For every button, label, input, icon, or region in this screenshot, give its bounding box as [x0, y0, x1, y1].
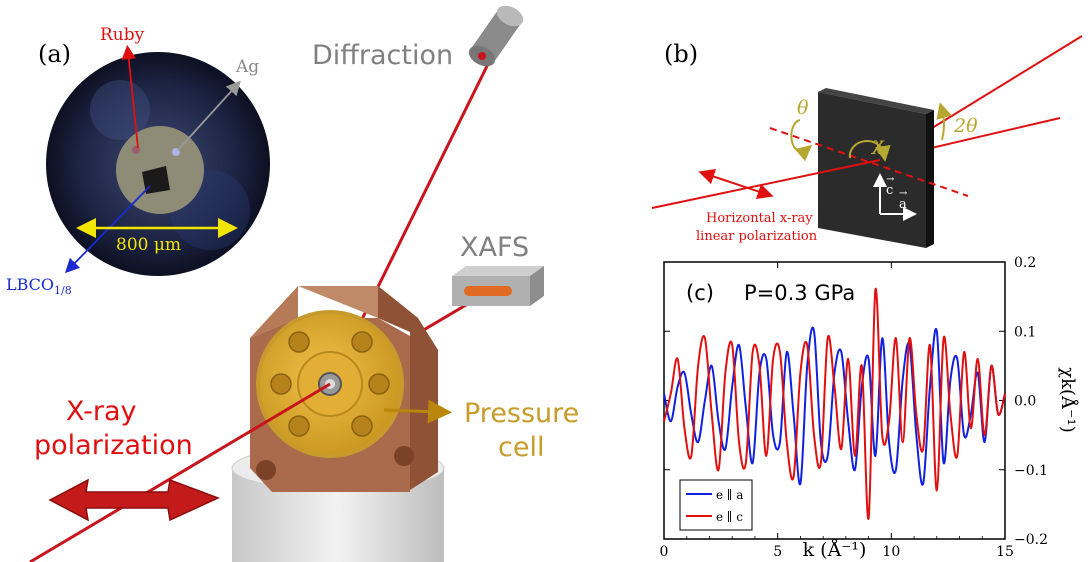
panel-b: (b) θ χ 2θ c → a → Horizontal x-ray line… [651, 35, 1083, 248]
legend-entry: e ∥ c [716, 510, 743, 524]
y-tick-label: 0.1 [1014, 324, 1036, 340]
x-tick-label: 15 [996, 544, 1014, 560]
xray-label-2: polarization [34, 430, 193, 461]
y-tick-label: −0.1 [1014, 463, 1048, 479]
x-tick-label: 10 [882, 544, 900, 560]
caption-line-2: linear polarization [696, 229, 818, 244]
series-line-e-parallel-c [663, 287, 1006, 520]
x-axis-label: k (Å⁻¹) [803, 539, 867, 561]
y-tick-label: 0.2 [1014, 255, 1036, 271]
y-tick-label: −0.2 [1014, 532, 1048, 548]
a-axis-vec: → [899, 188, 908, 199]
pressure-cell [250, 286, 438, 492]
pressure-annotation: P=0.3 GPa [744, 281, 855, 305]
two-theta-arc [936, 102, 952, 141]
polarization-double-arrow [698, 168, 774, 200]
x-tick-label: 5 [773, 544, 782, 560]
pressure-label-1: Pressure [464, 398, 579, 429]
dac-photo [46, 44, 270, 276]
ruby-label: Ruby [100, 25, 145, 45]
a-axis-label: a [899, 197, 907, 212]
pressure-cell-arrow [383, 399, 452, 424]
series-line-e-parallel-a [663, 326, 1006, 486]
sample-label: LBCO1/8 [6, 275, 72, 297]
rotation-axis [769, 127, 969, 197]
diffraction-detector [468, 5, 524, 67]
chi-label: χ [870, 133, 885, 155]
y-tick-label: 0.0 [1014, 394, 1036, 410]
panel-a: (a) Ruby Ag 800 μm LBCO1/8 Diffraction X… [6, 5, 579, 562]
xray-label-1: X-ray [66, 396, 137, 427]
diffraction-label: Diffraction [312, 40, 453, 71]
polarization-arrow [48, 478, 220, 522]
c-axis-label: c [886, 183, 893, 198]
chi-arc [848, 140, 891, 162]
ag-label: Ag [235, 57, 259, 77]
theta-arc [790, 119, 813, 162]
scale-label: 800 μm [116, 235, 181, 255]
two-theta-label: 2θ [953, 115, 978, 137]
caption-line-1: Horizontal x-ray [706, 211, 813, 226]
y-axis-label: χk(Å⁻¹) [1057, 367, 1079, 433]
bolt-holes [270, 331, 390, 437]
c-axis-vec: → [886, 174, 895, 185]
legend-box [679, 479, 753, 531]
pressure-label-2: cell [498, 432, 544, 463]
panel-b-label: (b) [664, 40, 698, 68]
xafs-detector [452, 266, 544, 306]
panel-a-label: (a) [38, 40, 71, 68]
sample-slab [818, 88, 934, 248]
theta-label: θ [797, 97, 809, 119]
panel-c-label: (c) [686, 281, 714, 305]
x-tick-label: 0 [660, 544, 669, 560]
panel-c-chart: 0 5 10 15−0.2 −0.1 0.0 0.1 0.2 (c) P=0.3 GPa e ∥ a… [660, 255, 1079, 561]
legend-entry: e ∥ a [716, 488, 743, 502]
xafs-label: XAFS [460, 232, 529, 263]
incoming-beam [29, 382, 331, 562]
